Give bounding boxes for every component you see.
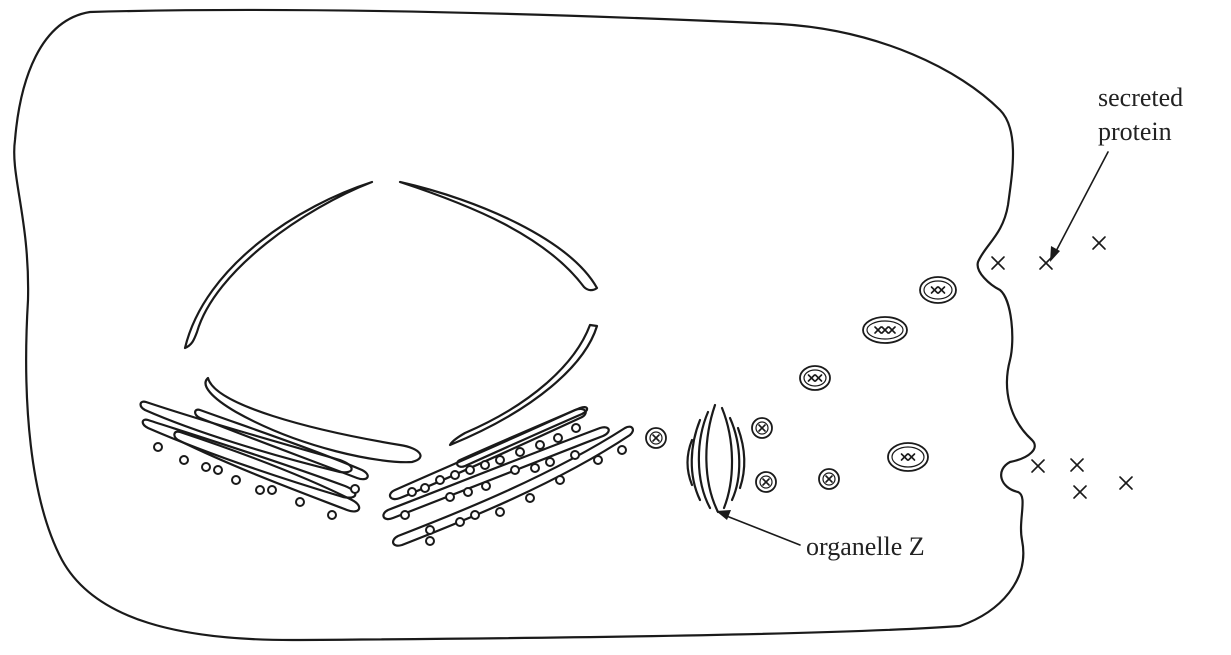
ribosome [482, 482, 490, 490]
secreted-protein-mark [1074, 486, 1086, 498]
secretory-vesicle [863, 317, 907, 343]
golgi-apparatus [688, 405, 745, 512]
secreted-protein-arrowhead [1050, 246, 1060, 262]
secretory-vesicle [752, 418, 772, 438]
nuclear-envelope-segment [400, 182, 597, 290]
secreted-protein-arrow-line [1054, 152, 1108, 255]
ribosome [618, 446, 626, 454]
ribosome [471, 511, 479, 519]
ribosome [408, 488, 416, 496]
ribosome [466, 466, 474, 474]
secretory-vesicle [920, 277, 956, 303]
ribosome [268, 486, 276, 494]
label-protein: protein [1098, 117, 1172, 146]
ribosome [531, 464, 539, 472]
ribosome [202, 463, 210, 471]
secreted-protein-mark [1032, 460, 1044, 472]
ribosome [328, 511, 336, 519]
nuclear-envelope [185, 182, 597, 462]
ribosome [426, 526, 434, 534]
secreted-protein-mark [1040, 257, 1052, 269]
ribosome [594, 456, 602, 464]
ribosome [536, 441, 544, 449]
ribosome [546, 458, 554, 466]
ribosome [421, 484, 429, 492]
secreted-protein-mark [1071, 459, 1083, 471]
secretory-vesicle [646, 428, 666, 448]
label-secreted: secreted [1098, 83, 1183, 112]
ribosome [496, 508, 504, 516]
golgi-cisterna [706, 405, 718, 512]
ribosome [436, 476, 444, 484]
ribosome [556, 476, 564, 484]
ribosome [351, 485, 359, 493]
rough-er [383, 407, 633, 546]
secreted-protein-mark [1093, 237, 1105, 249]
ribosome [446, 493, 454, 501]
ribosome [496, 456, 504, 464]
ribosomes [154, 424, 626, 545]
ribosome [511, 466, 519, 474]
ribosome [256, 486, 264, 494]
ribosome [481, 461, 489, 469]
ribosome [180, 456, 188, 464]
ribosome [214, 466, 222, 474]
secreted-protein-mark [1120, 477, 1132, 489]
ribosome [554, 434, 562, 442]
organelle-z-arrow-line [724, 515, 800, 545]
label-organelle-z: organelle Z [806, 532, 925, 561]
ribosome [526, 494, 534, 502]
ribosome [401, 511, 409, 519]
ribosome [154, 443, 162, 451]
ribosome [451, 471, 459, 479]
ribosome [456, 518, 464, 526]
ribosome [516, 448, 524, 456]
golgi-cisterna [722, 408, 732, 508]
secretory-vesicle [800, 366, 830, 390]
ribosome [232, 476, 240, 484]
ribosome [464, 488, 472, 496]
organelle-z-arrowhead [716, 510, 731, 520]
ribosome [572, 424, 580, 432]
nuclear-envelope-segment [185, 182, 372, 348]
ribosome [426, 537, 434, 545]
smooth-er [141, 402, 368, 512]
secreted-protein-marks [992, 237, 1132, 498]
ribosome [571, 451, 579, 459]
secretory-vesicle [888, 443, 928, 471]
secreted-protein-mark [992, 257, 1004, 269]
secretory-vesicle [819, 469, 839, 489]
ribosome [296, 498, 304, 506]
secretory-vesicle [756, 472, 776, 492]
